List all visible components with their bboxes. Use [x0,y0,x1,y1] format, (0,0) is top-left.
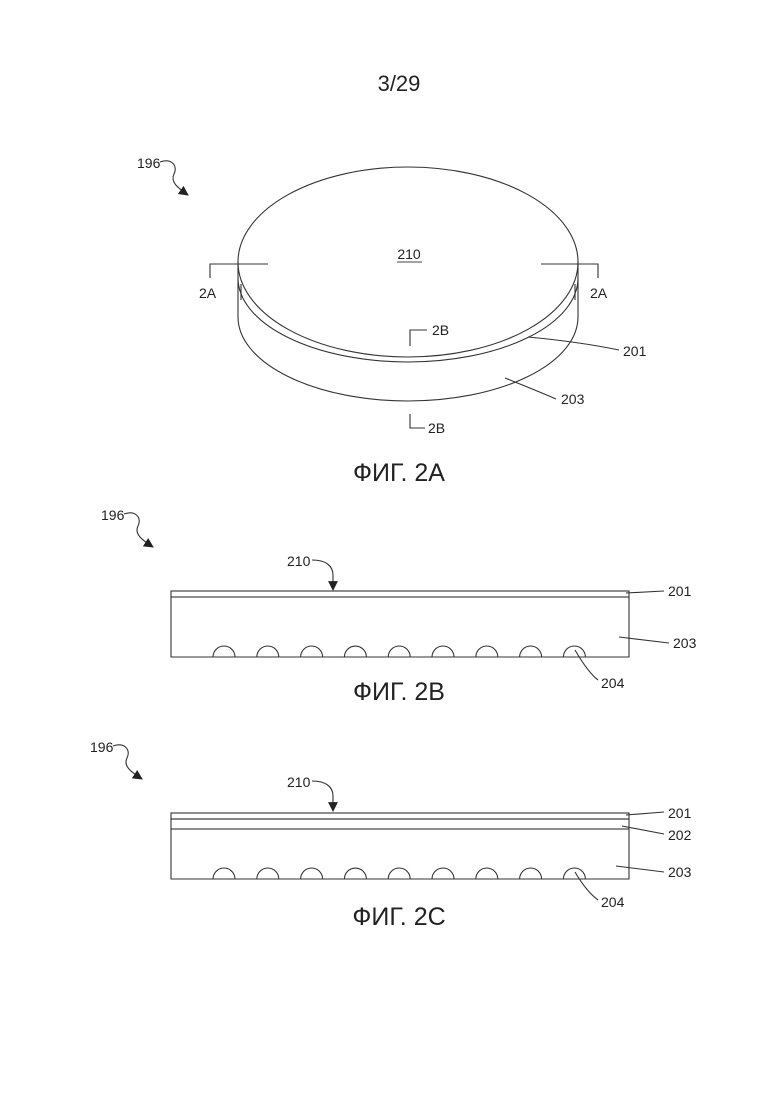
fig2c-groove [476,868,498,879]
fig2c-ref-201-leader [626,812,664,815]
fig2c-ref-204: 204 [601,894,625,910]
fig2c-groove [563,868,585,879]
fig2b-layer-201 [171,591,629,597]
fig2b-groove [301,646,323,657]
fig2a-ref-201-leader [528,337,619,350]
fig2c-ref-196-leader [113,745,142,779]
figure-2b: 196 210 201 203 204 ФИГ. 2В [101,507,697,706]
fig2c-ref-202: 202 [668,827,692,843]
fig2b-groove [520,646,542,657]
figure-2c: 196 210 201 202 203 204 ФИГ. 2С [90,739,692,931]
fig2b-ref-210: 210 [287,553,311,569]
fig2b-ref-203: 203 [673,635,697,651]
fig2a-ref-196: 196 [137,155,161,171]
fig2c-groove [388,868,410,879]
fig2b-ref-196-leader [124,513,153,547]
fig2a-section-2a-left: 2A [199,285,217,301]
fig2b-groove [344,646,366,657]
figure-2a: 196 210 2A 2A 2B 2B 201 203 ФИГ. 2А [137,155,647,487]
fig2a-section-line-2a-right [541,264,598,278]
fig2c-ref-202-leader [622,826,664,834]
fig2a-ref-203-leader [505,378,556,399]
fig2a-section-line-2b-bottom [410,414,425,428]
fig2b-ref-210-leader [312,560,333,590]
fig2c-groove [344,868,366,879]
fig2b-ref-201: 201 [668,583,692,599]
fig2a-section-2b-bottom: 2B [428,420,445,436]
fig2a-ref-201: 201 [623,343,647,359]
fig2c-ref-210-leader [312,781,333,811]
fig2a-section-2a-right: 2A [590,285,608,301]
fig2b-groove [563,646,585,657]
fig2b-ref-201-leader [626,591,664,593]
fig2c-ref-204-leader [575,872,598,900]
fig2b-ref-203-leader [619,637,669,643]
fig2a-ref-196-leader [160,161,188,195]
fig2b-ref-204-leader [575,650,598,680]
fig2c-ref-201: 201 [668,805,692,821]
fig2b-groove [476,646,498,657]
fig2a-disk-base-layer [238,262,578,401]
fig2c-ref-203: 203 [668,864,692,880]
fig2b-groove [432,646,454,657]
fig2a-section-line-2b-top [410,330,427,346]
fig2c-layer-201 [171,813,629,819]
fig2c-groove [432,868,454,879]
fig2c-layer-202 [171,819,629,829]
fig2b-ref-204: 204 [601,675,625,691]
fig2b-groove [213,646,235,657]
fig2b-ref-196: 196 [101,507,125,523]
fig2c-ref-210: 210 [287,774,311,790]
fig2b-groove [257,646,279,657]
fig2a-ref-203: 203 [561,391,585,407]
fig2c-groove [257,868,279,879]
fig2c-ref-196: 196 [90,739,114,755]
fig2a-ref-210: 210 [397,246,421,262]
fig2c-groove [520,868,542,879]
fig2b-layer-203 [171,597,629,657]
fig2c-groove [213,868,235,879]
fig2a-section-2b-top: 2B [432,322,449,338]
fig2a-caption: ФИГ. 2А [353,459,445,487]
fig2c-groove [301,868,323,879]
page-number: 3/29 [378,71,421,96]
fig2a-disk-layer-boundary [238,278,578,362]
fig2c-grooves [213,868,585,879]
fig2b-grooves [213,646,585,657]
fig2b-groove [388,646,410,657]
fig2c-layer-203 [171,829,629,879]
fig2b-caption: ФИГ. 2В [353,678,445,706]
fig2c-caption: ФИГ. 2С [352,903,445,931]
fig2c-ref-203-leader [616,866,664,872]
